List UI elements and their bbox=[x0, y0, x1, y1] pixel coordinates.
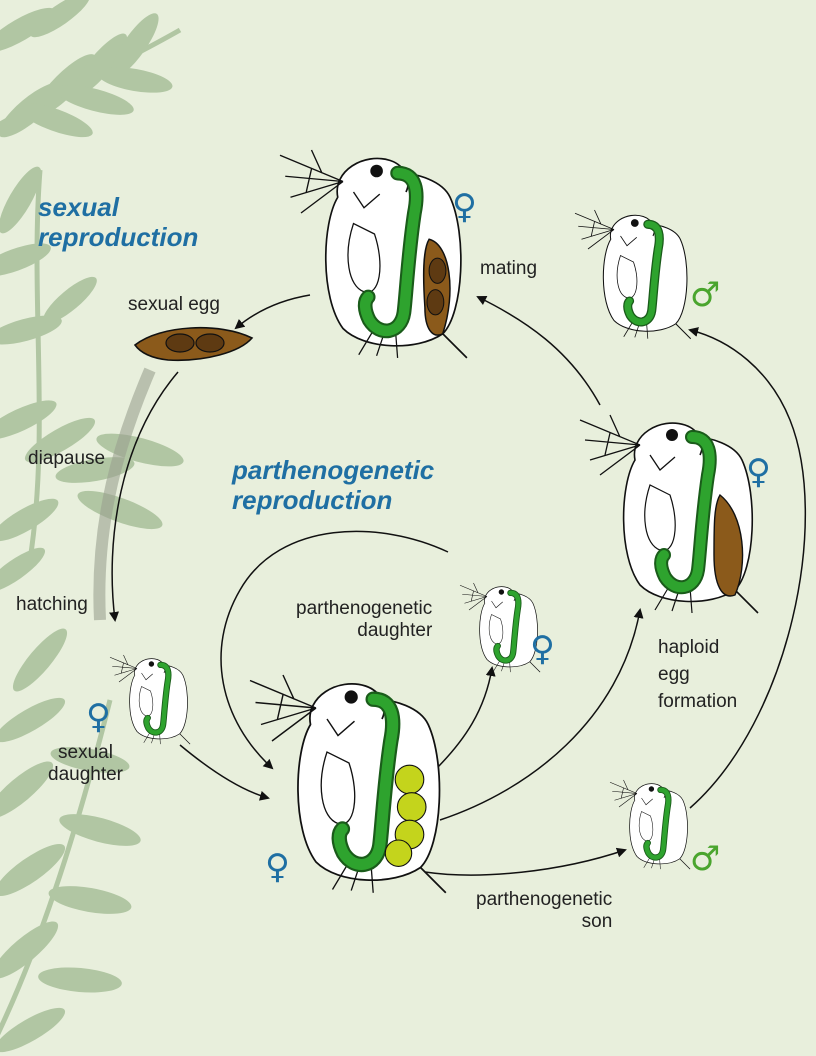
arrow-central-loop bbox=[220, 530, 449, 770]
female-symbol-sexual-daughter: ♀ bbox=[86, 697, 111, 737]
label-parthenogenetic-son: parthenogenetic son bbox=[476, 889, 613, 932]
male-symbol-adult: ♂ bbox=[690, 275, 721, 315]
arrow-son-to-male bbox=[688, 327, 807, 809]
label-sexual-egg: sexual egg bbox=[128, 294, 220, 315]
arrow-daughter-to-central bbox=[179, 744, 270, 801]
adult-female-with-ephippium bbox=[280, 150, 467, 358]
arrow-haploid-to-mating bbox=[476, 296, 601, 406]
label-hatching: hatching bbox=[16, 594, 88, 615]
label-mating: mating bbox=[480, 258, 538, 279]
adult-male bbox=[575, 210, 691, 339]
diapause-band bbox=[93, 367, 156, 621]
male-symbol-son: ♂ bbox=[690, 839, 721, 879]
female-symbol-haploid: ♀ bbox=[746, 452, 771, 492]
arrow-sexual-egg-to-hatching bbox=[109, 371, 179, 622]
central-parthenogenetic-female bbox=[250, 675, 446, 893]
female-symbol-central: ♀ bbox=[265, 847, 290, 887]
label-haploid-egg-formation: haploid egg formation bbox=[658, 637, 738, 712]
parthenogenetic-reproduction-title: parthenogenetic reproduction bbox=[232, 455, 435, 515]
sexual-reproduction-title: sexual reproduction bbox=[38, 192, 199, 252]
sexual-daughter bbox=[110, 655, 190, 744]
fern-foliage-bottom bbox=[0, 628, 141, 1053]
parthenogenetic-son bbox=[610, 780, 690, 869]
label-parthenogenetic-daughter: parthenogenetic daughter bbox=[296, 598, 433, 641]
fern-foliage-top bbox=[0, 0, 182, 138]
arrow-central-to-haploid bbox=[439, 608, 644, 821]
parthenogenetic-daughter bbox=[460, 583, 540, 672]
arrow-central-to-daughter bbox=[434, 666, 496, 771]
female-symbol-daughter: ♀ bbox=[530, 629, 555, 669]
sexual-egg bbox=[133, 326, 254, 362]
arrow-central-to-son bbox=[424, 847, 627, 876]
cycle-arrows bbox=[109, 294, 807, 876]
female-symbol-adult: ♀ bbox=[452, 187, 477, 227]
label-diapause: diapause bbox=[28, 448, 106, 469]
arrow-female-to-sexual-egg bbox=[234, 294, 311, 330]
female-haploid-egg bbox=[580, 415, 758, 613]
fern-foliage-left bbox=[0, 166, 184, 593]
label-sexual-daughter: sexual daughter bbox=[48, 742, 124, 785]
